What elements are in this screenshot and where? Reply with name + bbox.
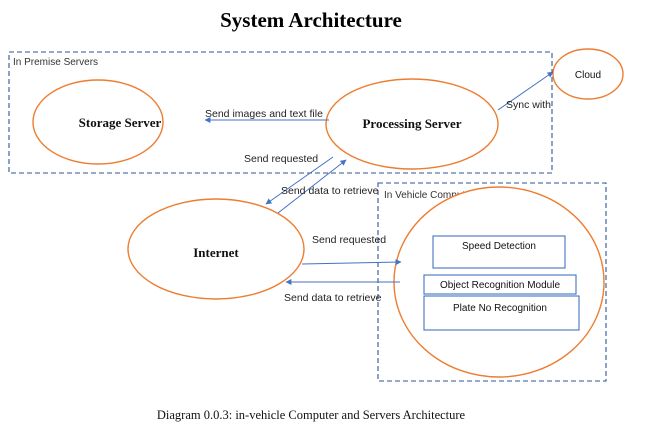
internet-node	[127, 198, 305, 300]
send-requested-bottom-arrow	[301, 259, 402, 266]
send-data-bottom-label: Send data to retrieve	[284, 292, 382, 304]
send-requested-bottom-label: Send requested	[312, 234, 386, 246]
images-text-label: Send images and text file	[205, 108, 323, 120]
diagram-title: System Architecture	[220, 8, 402, 32]
in-premise-servers-label: In Premise Servers	[13, 57, 98, 68]
storage-server-node	[32, 79, 164, 165]
diagram-caption: Diagram 0.0.3: in-vehicle Computer and S…	[157, 408, 466, 422]
send-data-top-arrow	[277, 159, 347, 214]
send-requested-top-arrow	[265, 156, 334, 205]
storage-server-label: Storage Server	[79, 115, 162, 130]
in-vehicle-computer-label: In Vehicle Computer	[384, 190, 475, 201]
in-premise-servers-group	[8, 51, 553, 174]
sync-label: Sync with	[506, 99, 551, 111]
internet-label: Internet	[193, 245, 239, 260]
processing-server-label: Processing Server	[362, 116, 461, 131]
processing-server-node	[325, 78, 499, 170]
send-requested-top-label: Send requested	[244, 153, 318, 165]
speed-detection-box	[432, 235, 566, 269]
plate-recognition-label: Plate No Recognition	[453, 303, 547, 314]
speed-detection-label: Speed Detection	[462, 241, 536, 252]
sync-arrow	[497, 71, 554, 111]
object-recognition-label: Object Recognition Module	[440, 280, 561, 291]
plate-recognition-box	[423, 295, 580, 331]
send-data-top-label: Send data to retrieve	[281, 185, 379, 197]
object-recognition-box	[423, 274, 577, 295]
cloud-label: Cloud	[575, 70, 601, 81]
